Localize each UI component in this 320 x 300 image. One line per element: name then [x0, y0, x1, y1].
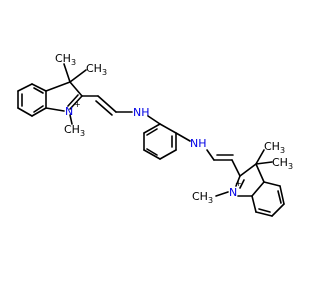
left-indolium: CH3 CH3 N + CH3: [17, 52, 133, 138]
bond: [69, 81, 83, 97]
bond: [255, 149, 265, 165]
bond: [31, 83, 47, 92]
methyl-label: CH3: [264, 140, 285, 155]
bond: [97, 95, 117, 113]
bond: [239, 163, 257, 177]
bond: [231, 159, 241, 177]
bond: [17, 83, 33, 92]
bond: [279, 185, 285, 205]
molecule-diagram: CH3 CH3 N + CH3 NH NH: [17, 52, 293, 217]
amine-label: NH: [133, 106, 150, 119]
bond: [146, 128, 158, 136]
bond: [69, 114, 73, 125]
bond: [143, 123, 161, 134]
bond: [215, 191, 229, 197]
bond: [175, 132, 191, 142]
bond: [143, 149, 161, 160]
right-indolium: CH3 CH3 N + CH3: [192, 140, 293, 217]
bond: [159, 149, 177, 160]
bond: [251, 195, 257, 213]
bond: [147, 115, 161, 125]
bond: [63, 63, 71, 83]
bond: [258, 208, 271, 213]
central-benzene: [143, 123, 177, 160]
bond: [69, 69, 87, 83]
bond: [31, 107, 47, 117]
bond: [255, 161, 273, 165]
bond: [146, 148, 158, 156]
methyl-label: CH3: [272, 156, 293, 171]
bond: [239, 179, 245, 189]
methyl-label: CH3: [86, 62, 107, 77]
bond: [159, 123, 177, 134]
bond: [95, 100, 113, 116]
bond: [255, 211, 273, 217]
bond: [235, 175, 241, 187]
bond: [206, 149, 215, 161]
methyl-label: CH3: [64, 123, 85, 138]
methyl-label: CH3: [192, 190, 213, 205]
structure-svg: CH3 CH3 N + CH3 NH NH: [17, 52, 293, 217]
nitrogen-label: N: [65, 105, 73, 118]
nitrogen-label: N: [229, 186, 237, 199]
bond: [255, 163, 265, 183]
bond: [251, 181, 265, 197]
amine-label: NH: [190, 137, 207, 150]
bond: [271, 203, 285, 217]
bond: [263, 181, 281, 187]
bond: [67, 94, 79, 107]
charge-label: +: [235, 179, 242, 188]
bond: [17, 107, 33, 117]
bond: [45, 81, 71, 92]
bond: [33, 87, 44, 94]
bond: [69, 95, 83, 110]
methyl-label: CH3: [55, 52, 76, 67]
charge-label: +: [74, 100, 81, 109]
bond: [45, 107, 65, 112]
bond: [33, 105, 44, 113]
bond: [277, 190, 282, 204]
